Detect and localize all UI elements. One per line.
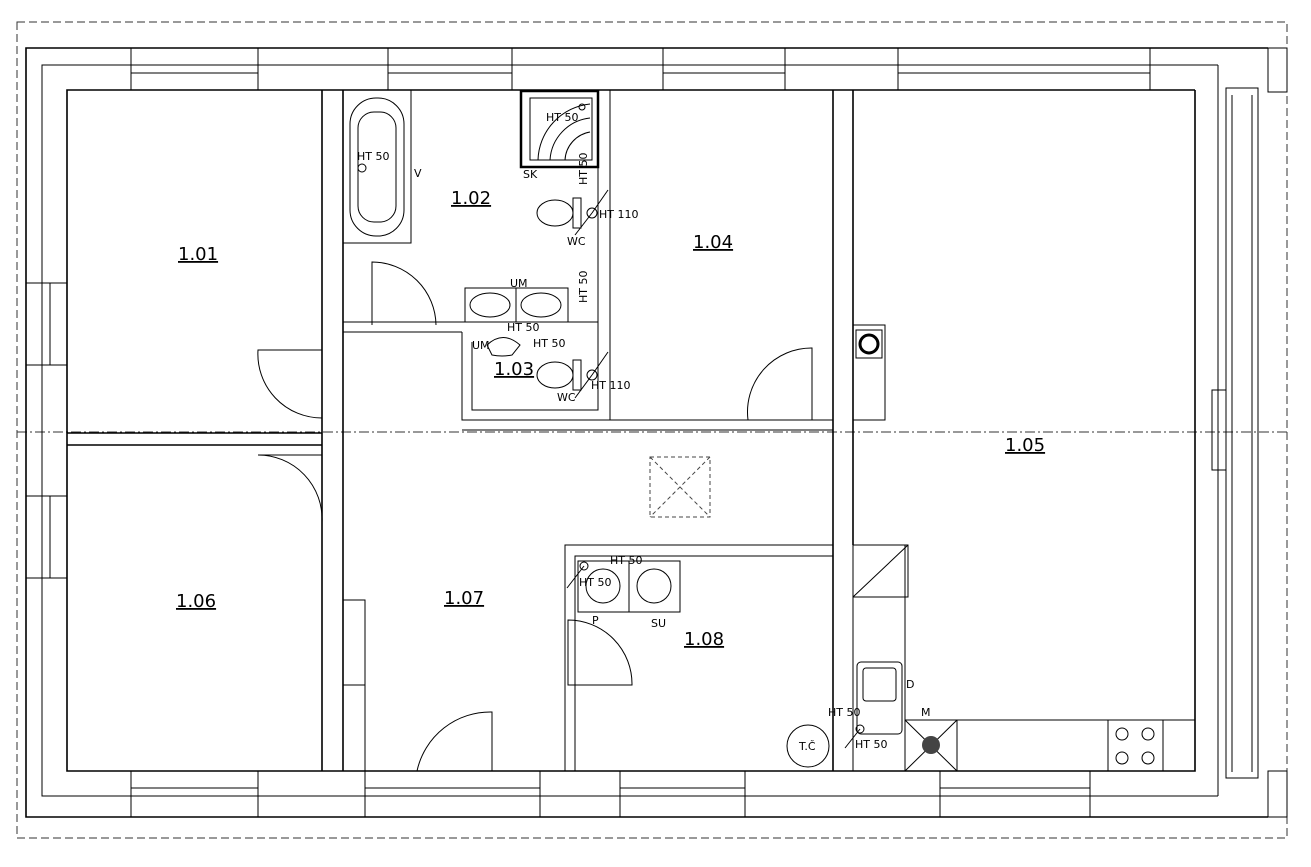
chimney-flue bbox=[855, 329, 883, 359]
interior-walls bbox=[67, 90, 886, 772]
room-label-1-04: 1.04 bbox=[693, 232, 733, 253]
room-label-1-06: 1.06 bbox=[176, 591, 216, 612]
shower-tray bbox=[519, 89, 600, 169]
label-dryer: SU bbox=[651, 617, 666, 630]
double-washbasin bbox=[464, 287, 569, 323]
label-laundry-pipe: HT 50 bbox=[579, 576, 611, 589]
label-wc-102: WC bbox=[567, 235, 586, 248]
label-heat-pump: T.Č bbox=[798, 740, 816, 753]
label-bath-drain: HT 50 bbox=[357, 150, 389, 163]
label-sink-pipe-top: HT 50 bbox=[828, 706, 860, 719]
toilet-103 bbox=[536, 351, 609, 399]
doors bbox=[257, 261, 813, 772]
label-basin-103: UM bbox=[472, 339, 490, 352]
label-basin-pipe: HT 50 bbox=[507, 321, 539, 334]
room-label-1-05: 1.05 bbox=[1005, 435, 1045, 456]
room-label-1-07: 1.07 bbox=[444, 588, 484, 609]
heat-pump-unit bbox=[786, 724, 830, 768]
label-washer: P bbox=[592, 614, 599, 627]
window-east bbox=[1211, 87, 1259, 779]
dryer bbox=[566, 560, 681, 613]
label-dishwasher: D bbox=[906, 678, 914, 691]
windows-west bbox=[25, 282, 68, 579]
label-wc-103: WC bbox=[557, 391, 576, 404]
bathtub bbox=[342, 89, 412, 244]
washbasin-103 bbox=[486, 337, 521, 357]
label-wc-103-pipe: HT 110 bbox=[591, 379, 630, 392]
label-shower: SK bbox=[523, 168, 538, 181]
windows-north bbox=[130, 47, 1151, 91]
label-hob: M bbox=[921, 706, 931, 719]
skylight bbox=[649, 456, 711, 518]
label-double-basin: UM bbox=[510, 277, 528, 290]
toilet-102 bbox=[536, 189, 609, 236]
room-label-1-01: 1.01 bbox=[178, 244, 218, 265]
label-wc-102-pipe: HT 110 bbox=[599, 208, 638, 221]
windows-south bbox=[130, 770, 1091, 818]
label-shower-drain: HT 50 bbox=[546, 111, 578, 124]
label-shower-riser: HT 50 bbox=[577, 153, 590, 185]
kitchen-counter bbox=[844, 544, 1195, 772]
label-riser-102: HT 50 bbox=[577, 271, 590, 303]
room-label-1-08: 1.08 bbox=[684, 629, 724, 650]
label-pipe-103: HT 50 bbox=[533, 337, 565, 350]
site-boundary bbox=[16, 21, 1288, 839]
label-sink-pipe: HT 50 bbox=[855, 738, 887, 751]
label-laundry-pipe-top: HT 50 bbox=[610, 554, 642, 567]
room-label-1-02: 1.02 bbox=[451, 188, 491, 209]
label-bath: V bbox=[414, 167, 422, 180]
room-label-1-03: 1.03 bbox=[494, 359, 534, 380]
